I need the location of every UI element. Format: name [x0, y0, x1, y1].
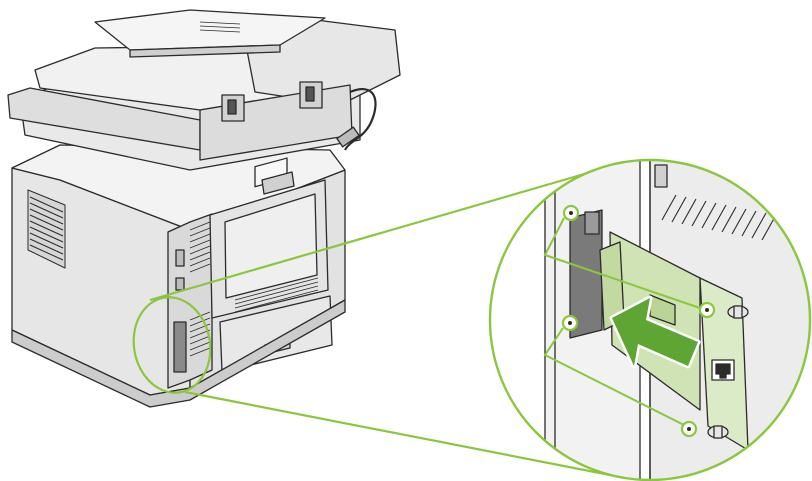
printer-illustration: [7, 9, 401, 408]
screw-connector-lines: [543, 217, 701, 426]
thumbscrew-icon-lower: [707, 425, 729, 439]
zoom-small-latch: [654, 164, 668, 188]
formatter-vents: [189, 221, 211, 357]
zoom-louvers: [661, 194, 777, 241]
adf-tray-edge: [129, 44, 281, 58]
callout-lines: [132, 166, 611, 477]
thumbscrew-icon: [727, 305, 749, 319]
adf-tray-grip: [199, 21, 241, 33]
printer-base: [11, 299, 346, 408]
scanner-cable: [344, 88, 377, 151]
rj45-port-icon: [711, 359, 735, 381]
hinge-left-slot: [227, 99, 237, 115]
zoom-detail: [488, 158, 812, 481]
ports-block: [173, 321, 187, 373]
door-hatching: [234, 277, 319, 313]
lower-tray-cover: [219, 295, 333, 373]
callout-line-bottom: [184, 390, 611, 477]
callout-line-top: [149, 166, 606, 302]
door-handle: [261, 171, 295, 195]
adf-input-tray: [94, 9, 326, 51]
cable-connector: [336, 126, 360, 148]
screw-hole-dots: [568, 211, 709, 431]
insert-arrow-icon: [609, 295, 701, 369]
callout-small-ellipse: [132, 296, 212, 394]
port-slot-2: [175, 277, 185, 291]
side-vent: [27, 189, 66, 269]
slot-bracket: [584, 211, 600, 235]
port-slot-1: [175, 249, 185, 267]
hinge-right-slot: [305, 86, 315, 102]
zoom-circle-border: [488, 158, 812, 481]
